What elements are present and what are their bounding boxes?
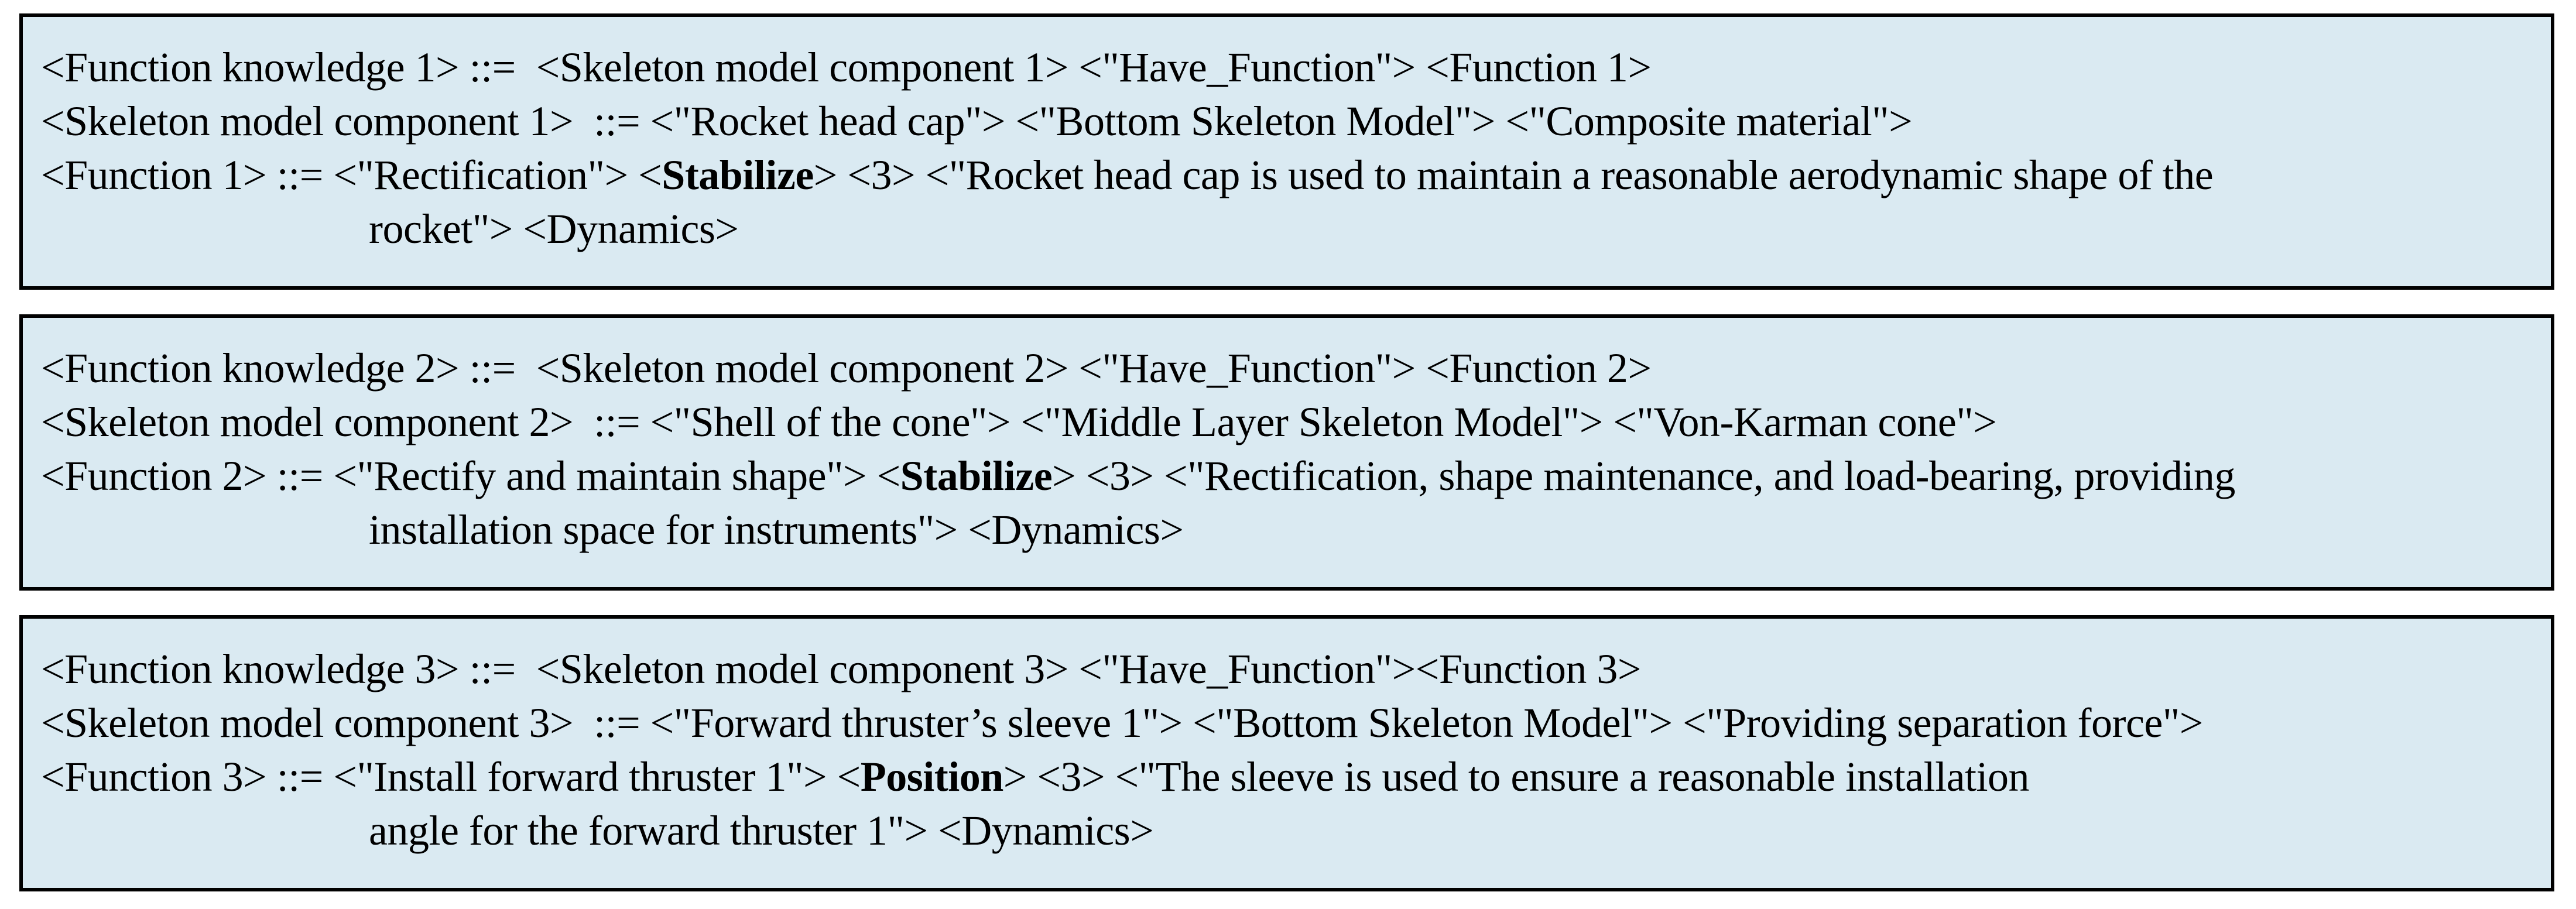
grammar-line-continuation: rocket"> <Dynamics> bbox=[41, 202, 2533, 256]
grammar-text: installation space for instruments"> <Dy… bbox=[369, 506, 1184, 553]
grammar-text: > <3> <"Rocket head cap is used to maint… bbox=[813, 152, 2214, 198]
grammar-text: angle for the forward thruster 1"> <Dyna… bbox=[369, 807, 1154, 854]
box-3-lines: <Function knowledge 3> ::= <Skeleton mod… bbox=[41, 642, 2533, 857]
grammar-text: <Skeleton model component 1> ::= <"Rocke… bbox=[41, 98, 1913, 145]
bold-keyword: Position bbox=[860, 753, 1004, 800]
grammar-text: <Skeleton model component 3> ::= <"Forwa… bbox=[41, 699, 2203, 746]
grammar-text: rocket"> <Dynamics> bbox=[369, 205, 739, 252]
bold-keyword: Stabilize bbox=[662, 152, 814, 198]
grammar-line-continuation: installation space for instruments"> <Dy… bbox=[41, 503, 2533, 557]
grammar-line: <Skeleton model component 3> ::= <"Forwa… bbox=[41, 696, 2533, 750]
function-knowledge-box-2: <Function knowledge 2> ::= <Skeleton mod… bbox=[19, 314, 2554, 591]
grammar-text: <Function 1> ::= <"Rectification"> < bbox=[41, 152, 662, 198]
grammar-text: <Function knowledge 1> ::= <Skeleton mod… bbox=[41, 44, 1652, 91]
grammar-line: <Function knowledge 1> ::= <Skeleton mod… bbox=[41, 40, 2533, 94]
grammar-line: <Skeleton model component 2> ::= <"Shell… bbox=[41, 395, 2533, 449]
grammar-line-continuation: angle for the forward thruster 1"> <Dyna… bbox=[41, 804, 2533, 857]
grammar-line: <Function 2> ::= <"Rectify and maintain … bbox=[41, 449, 2533, 503]
grammar-line: <Function 1> ::= <"Rectification"> <Stab… bbox=[41, 148, 2533, 202]
grammar-line: <Function 3> ::= <"Install forward thrus… bbox=[41, 750, 2533, 804]
grammar-text: <Function knowledge 3> ::= <Skeleton mod… bbox=[41, 646, 1641, 692]
grammar-line: <Function knowledge 2> ::= <Skeleton mod… bbox=[41, 341, 2533, 395]
grammar-line: <Skeleton model component 1> ::= <"Rocke… bbox=[41, 94, 2533, 148]
grammar-text: <Function 2> ::= <"Rectify and maintain … bbox=[41, 452, 900, 499]
grammar-text: > <3> <"Rectification, shape maintenance… bbox=[1052, 452, 2235, 499]
function-knowledge-box-1: <Function knowledge 1> ::= <Skeleton mod… bbox=[19, 13, 2554, 290]
box-1-lines: <Function knowledge 1> ::= <Skeleton mod… bbox=[41, 40, 2533, 256]
grammar-text: <Function 3> ::= <"Install forward thrus… bbox=[41, 753, 861, 800]
box-2-lines: <Function knowledge 2> ::= <Skeleton mod… bbox=[41, 341, 2533, 557]
grammar-text: > <3> <"The sleeve is used to ensure a r… bbox=[1003, 753, 2030, 800]
grammar-text: <Function knowledge 2> ::= <Skeleton mod… bbox=[41, 345, 1652, 392]
grammar-text: <Skeleton model component 2> ::= <"Shell… bbox=[41, 399, 1997, 445]
function-knowledge-box-3: <Function knowledge 3> ::= <Skeleton mod… bbox=[19, 615, 2554, 891]
bold-keyword: Stabilize bbox=[900, 452, 1053, 499]
grammar-line: <Function knowledge 3> ::= <Skeleton mod… bbox=[41, 642, 2533, 696]
